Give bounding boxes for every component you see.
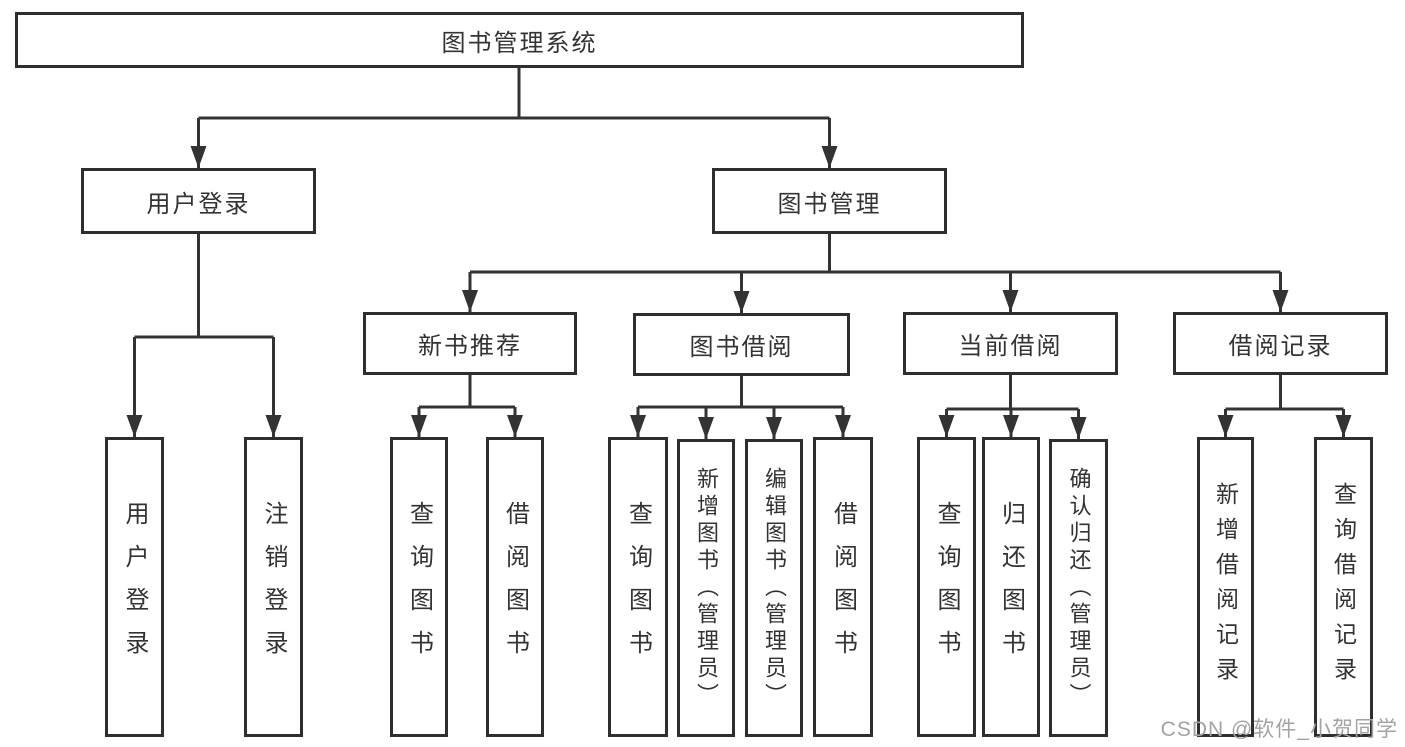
node-book-borrowing: 图书借阅 [633,313,850,376]
node-label: 当前借阅 [958,333,1063,360]
node-query-books-borrow: 查询图书 [608,437,668,737]
node-confirm-return-admin: 确认归还（管理员） [1049,439,1108,737]
node-add-borrow-record: 新增借阅记录 [1197,437,1254,737]
node-library-management-system: 图书管理系统 [15,12,1024,68]
node-query-books-current: 查询图书 [917,437,976,737]
node-new-book-recommendation: 新书推荐 [363,312,577,375]
node-user-login-action: 用户登录 [105,437,164,737]
watermark: CSDN @软件_小贺同学 [1160,718,1398,741]
node-label: 新增借阅记录 [1212,482,1239,692]
node-user-login: 用户登录 [81,168,316,234]
node-label: 图书管理 [777,190,882,218]
node-logout-action: 注销登录 [244,437,303,737]
node-label: 用户登录 [146,190,251,218]
node-book-management: 图书管理 [712,168,947,234]
node-borrow-books-newbook: 借阅图书 [486,437,544,737]
node-borrowing-records: 借阅记录 [1173,312,1388,375]
node-label: 图书借阅 [689,334,794,361]
node-label: 编辑图书（管理员） [762,466,787,710]
node-add-book-admin: 新增图书（管理员） [677,439,735,737]
connector-arrows [126,118,1352,439]
node-query-borrow-record: 查询借阅记录 [1314,437,1373,737]
node-label: 注销登录 [260,501,287,673]
node-label: 归还图书 [997,501,1025,673]
node-label: 查询图书 [405,501,433,673]
node-label: 图书管理系统 [441,29,598,57]
node-label: 借阅图书 [829,501,857,673]
node-label: 用户登录 [121,501,148,673]
node-label: 借阅记录 [1228,333,1333,360]
node-return-book: 归还图书 [982,437,1040,737]
node-label: 确认归还（管理员） [1066,466,1092,710]
node-current-borrowing: 当前借阅 [903,312,1118,375]
node-borrow-books-borrow: 借阅图书 [813,437,873,737]
node-label: 查询图书 [933,501,960,673]
node-edit-book-admin: 编辑图书（管理员） [745,439,803,737]
node-label: 新增图书（管理员） [694,466,719,710]
connector-trunks [134,68,1344,411]
node-label: 查询借阅记录 [1330,482,1357,692]
node-label: 查询图书 [624,501,652,673]
node-label: 新书推荐 [418,333,522,360]
node-query-books-newbook: 查询图书 [390,437,448,737]
node-label: 借阅图书 [501,501,529,673]
